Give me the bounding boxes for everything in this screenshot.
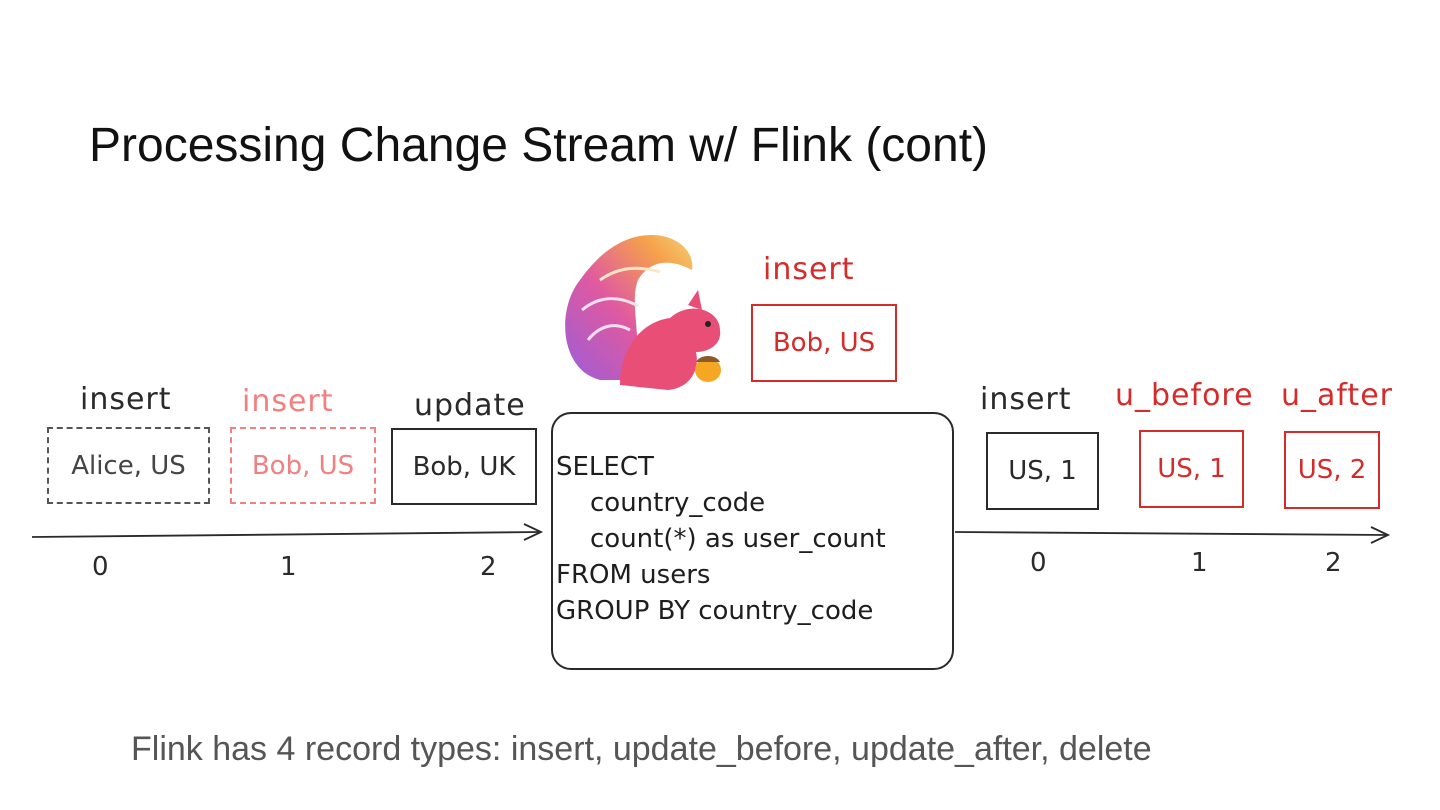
record-box: Bob, UK bbox=[391, 428, 537, 505]
output-op-label: u_after bbox=[1281, 378, 1393, 413]
sql-query-box bbox=[551, 412, 954, 670]
offset-label: 1 bbox=[1191, 548, 1208, 578]
offset-label: 0 bbox=[92, 552, 109, 582]
slide-footer-note: Flink has 4 record types: insert, update… bbox=[131, 730, 1152, 768]
input-stream-arrow bbox=[31, 523, 544, 541]
sql-line: GROUP BY country_code bbox=[556, 596, 874, 626]
output-op-label: u_before bbox=[1115, 378, 1254, 413]
record-box: Alice, US bbox=[47, 427, 210, 504]
record-op-label: insert bbox=[80, 382, 172, 417]
offset-label: 0 bbox=[1030, 548, 1047, 578]
sql-line: country_code bbox=[590, 488, 766, 518]
sql-line: SELECT bbox=[556, 452, 654, 482]
output-record-box: US, 1 bbox=[1139, 430, 1244, 508]
record-box: Bob, US bbox=[230, 427, 376, 504]
incoming-record-box: Bob, US bbox=[751, 304, 897, 382]
output-record-box: US, 1 bbox=[986, 432, 1099, 510]
record-op-label: update bbox=[414, 388, 526, 423]
flink-squirrel-icon bbox=[565, 234, 721, 390]
offset-label: 1 bbox=[280, 552, 297, 582]
output-op-label: insert bbox=[980, 382, 1072, 417]
output-stream-arrow bbox=[954, 526, 1391, 544]
offset-label: 2 bbox=[480, 552, 497, 582]
record-op-label: insert bbox=[242, 384, 334, 419]
offset-label: 2 bbox=[1325, 548, 1342, 578]
sql-line: count(*) as user_count bbox=[590, 524, 886, 554]
incoming-op-label: insert bbox=[763, 252, 855, 287]
output-record-box: US, 2 bbox=[1284, 431, 1380, 509]
slide-title: Processing Change Stream w/ Flink (cont) bbox=[89, 119, 989, 172]
sql-line: FROM users bbox=[556, 560, 711, 590]
